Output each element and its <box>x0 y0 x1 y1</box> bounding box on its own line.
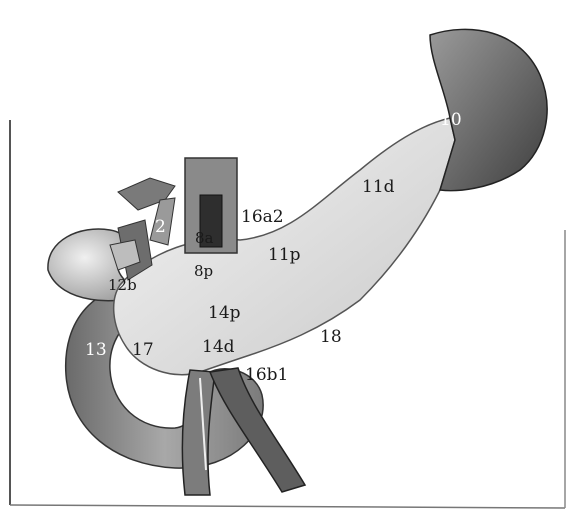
label-16b1: 16b1 <box>245 365 288 385</box>
label-8a: 8a <box>195 229 214 247</box>
label-2: 2 <box>155 217 166 237</box>
mesenteric-vessels <box>182 368 305 495</box>
label-14p: 14p <box>208 303 241 323</box>
label-18: 18 <box>320 327 342 347</box>
label-16a2: 16a2 <box>241 207 284 227</box>
label-10: 10 <box>440 110 462 130</box>
label-11d: 11d <box>362 177 395 197</box>
label-17: 17 <box>132 340 154 360</box>
label-13: 13 <box>85 340 107 360</box>
label-14d: 14d <box>202 337 235 357</box>
bottom-border-line <box>10 505 565 508</box>
label-11p: 11p <box>268 245 301 265</box>
label-12b: 12b <box>108 276 137 294</box>
label-8p: 8p <box>194 262 213 280</box>
